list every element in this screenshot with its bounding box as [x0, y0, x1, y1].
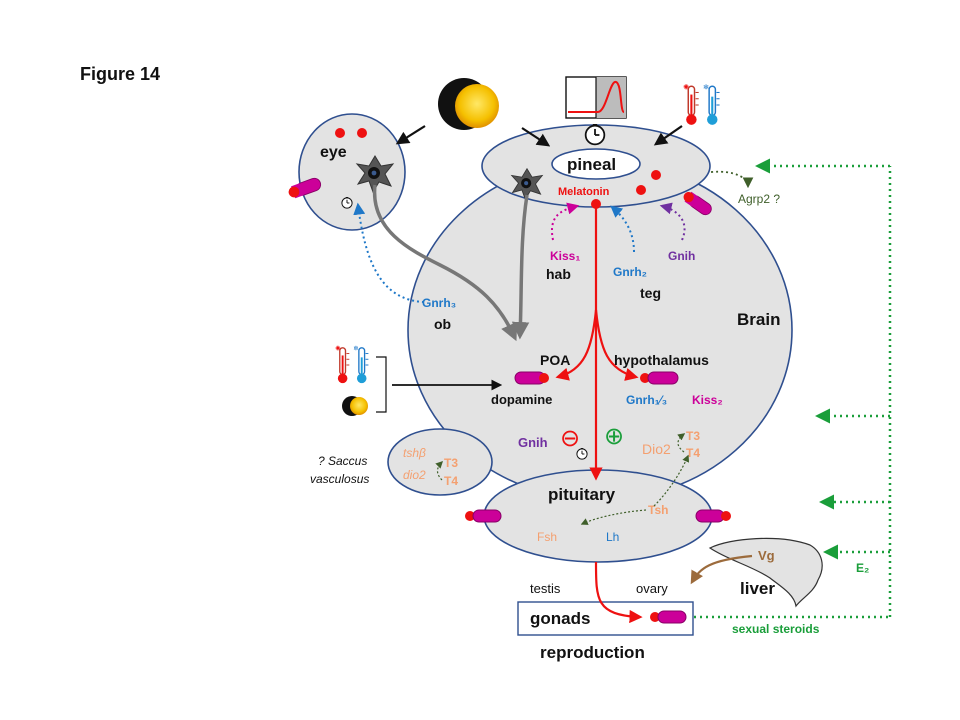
- kiss2-label: Kiss₂: [692, 393, 723, 407]
- figure-title: Figure 14: [80, 64, 160, 84]
- vg-to-ovary-arrow: [690, 554, 753, 585]
- stimulation-symbol: ⊕: [604, 423, 624, 450]
- poa-receptor: [514, 371, 549, 385]
- saccus-ellipse: [387, 428, 493, 496]
- gnrh2-label: Gnrh₂: [613, 265, 647, 279]
- gonads-label: gonads: [530, 609, 590, 628]
- t4-to-t3-arrow: [677, 433, 686, 453]
- thermometer-icon: [682, 82, 721, 126]
- gnrh3-arrow: [353, 202, 425, 303]
- melatonin-to-hypothalamus-arrow: [594, 309, 639, 381]
- inhibition-symbol: ⊖: [560, 425, 580, 452]
- poa-label: POA: [540, 352, 570, 368]
- kiss1-label: Kiss₁: [550, 249, 580, 263]
- kiss1-arrow: [550, 202, 580, 241]
- gnih-top-label: Gnih: [668, 249, 695, 263]
- sun-eclipse-icon: [438, 78, 499, 130]
- reproduction-label: reproduction: [540, 643, 645, 662]
- liver-label: liver: [740, 579, 775, 598]
- tsh-to-gonadotropes-arrow: [580, 509, 647, 525]
- lh-label: Lh: [606, 530, 619, 544]
- pineal-label-box: [551, 148, 641, 180]
- ovary-label: ovary: [636, 581, 668, 596]
- t4-sv-label: T4: [444, 474, 458, 488]
- t3-sv-label: T3: [444, 456, 458, 470]
- dio2-sv-label: dio2: [403, 468, 426, 482]
- gonad-receptor: [650, 610, 687, 624]
- dio2-brain-label: Dio2: [642, 441, 671, 457]
- pineal-label: pineal: [567, 155, 616, 174]
- melatonin-dot: [591, 199, 601, 209]
- pituitary-right-receptor: [695, 509, 731, 523]
- hypothalamus-receptor: [640, 371, 679, 385]
- hab-label: hab: [546, 266, 571, 282]
- temp-to-pineal-arrow: [653, 125, 683, 146]
- hypothalamus-label: hypothalamus: [614, 352, 709, 368]
- tsh-to-dio2-arrow: [653, 454, 690, 507]
- cue-bracket: [376, 356, 387, 413]
- fsh-label: Fsh: [537, 530, 557, 544]
- melatonin-to-poa-arrow: [555, 309, 598, 381]
- teg-label: teg: [640, 285, 661, 301]
- saccus-label-1: ? Saccus: [318, 454, 367, 468]
- tsh-label: Tsh: [648, 503, 668, 517]
- brain-label: Brain: [737, 310, 780, 329]
- sv-t4-to-t3-arrow: [435, 460, 444, 481]
- pituitary-left-receptor: [465, 509, 502, 523]
- liver-shape: [708, 537, 823, 608]
- t4-brain-label: T4: [686, 446, 700, 460]
- melatonin-dot: [651, 170, 661, 180]
- pineal-to-poa-projection: [511, 194, 530, 340]
- gnih-bottom-label: Gnih: [518, 435, 548, 450]
- light-to-pineal-arrow: [521, 127, 551, 147]
- photoperiod-curve-icon: [565, 76, 627, 119]
- steroid-feedback-network: [694, 158, 892, 619]
- sun-eclipse-icon: [342, 396, 368, 416]
- eye-melatonin-dot: [357, 128, 367, 138]
- dopamine-label: dopamine: [491, 392, 552, 407]
- pituitary-to-gonads-arrow: [594, 561, 643, 624]
- eye-ellipse: [298, 113, 406, 231]
- gnrh3-label: Gnrh₃: [422, 296, 456, 310]
- sexual-steroids-label: sexual steroids: [732, 622, 820, 636]
- e2-label: E₂: [856, 561, 869, 575]
- eye-to-poa-projection: [372, 184, 518, 342]
- saccus-label-2: vasculosus: [310, 472, 369, 486]
- melatonin-label: Melatonin: [558, 186, 610, 198]
- eye-melatonin-dot: [335, 128, 345, 138]
- pituitary-label: pituitary: [548, 485, 616, 504]
- eye-label: eye: [320, 144, 347, 161]
- gnrh13-label: Gnrh₁⁄₃: [626, 393, 667, 407]
- agrp2-arrow: [710, 170, 754, 189]
- ob-label: ob: [434, 316, 451, 332]
- t3-brain-label: T3: [686, 429, 700, 443]
- light-to-eye-arrow: [395, 125, 426, 145]
- melatonin-dot: [636, 185, 646, 195]
- agrp2-label: Agrp2 ?: [738, 192, 780, 206]
- gnrh2-arrow: [610, 205, 635, 253]
- thermometer-icon: [334, 344, 370, 384]
- vg-label: Vg: [758, 548, 775, 563]
- pituitary-ellipse: [483, 469, 713, 563]
- tshb-label: tshβ: [403, 446, 426, 460]
- testis-label: testis: [530, 581, 561, 596]
